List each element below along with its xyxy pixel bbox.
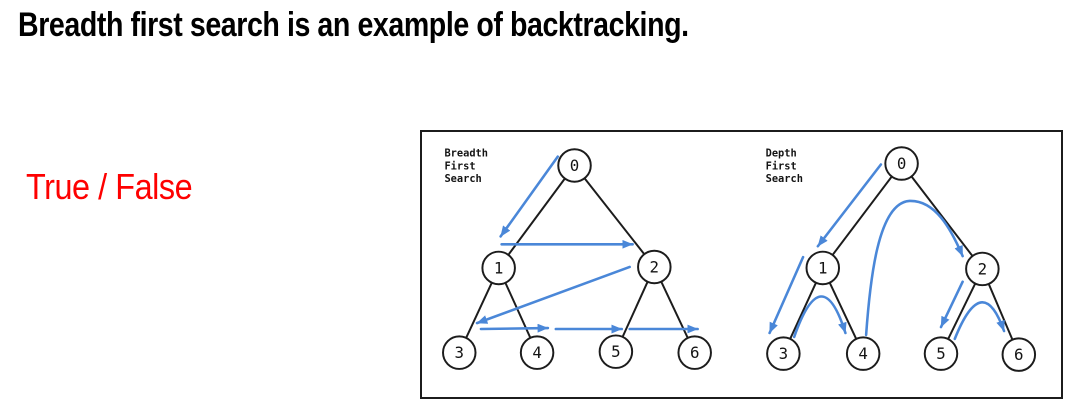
tree-node-6 (1001, 337, 1037, 372)
traversal-arrow-2-5 (939, 280, 964, 329)
tree-node-6 (677, 335, 712, 370)
tree-node-label: 0 (570, 156, 579, 175)
tree-node-5 (598, 334, 634, 369)
tree-node-label: 1 (494, 258, 503, 277)
tree-node-5 (923, 336, 959, 371)
tree-node-3 (766, 336, 801, 371)
traversal-arrow-0-1 (816, 163, 883, 248)
panel-caption-line: First (766, 160, 797, 172)
traversal-arrow-3-4 (479, 323, 550, 333)
tree-node-label: 6 (1014, 345, 1023, 364)
tree-edge-0-2 (573, 164, 656, 268)
tree-edge-0-1 (497, 164, 576, 269)
tree-node-0 (557, 148, 592, 183)
tree-node-label: 6 (690, 343, 699, 362)
panel-caption-line: Depth (766, 148, 797, 160)
tree-node-label: 4 (532, 343, 541, 362)
tree-node-label: 0 (897, 154, 906, 173)
panel-caption-line: Search (444, 173, 481, 185)
traversal-arrow-3-4 (792, 295, 847, 339)
tree-edge-0-1 (821, 162, 903, 269)
tree-node-2 (637, 249, 672, 285)
panel-caption-line: Search (766, 173, 803, 185)
tree-node-label: 3 (455, 343, 464, 362)
tree-node-label: 3 (779, 344, 788, 363)
traversal-arrow-1-3 (768, 255, 805, 335)
tree-node-label: 5 (936, 344, 945, 363)
tree-node-2 (965, 251, 1000, 287)
tree-node-label: 5 (611, 342, 620, 361)
tree-node-label: 1 (818, 258, 827, 277)
tree-node-1 (481, 250, 516, 286)
tree-node-label: 4 (858, 344, 867, 363)
tree-node-0 (884, 146, 919, 181)
tree-node-1 (805, 250, 841, 286)
traversal-arrow-0-1 (499, 155, 560, 238)
true-false-options: True / False (26, 166, 193, 207)
traversal-arrow-5-6 (953, 301, 1006, 341)
traversal-arrow-2-3 (475, 265, 631, 325)
panel-caption-line: First (444, 160, 475, 172)
tree-node-4 (519, 335, 555, 370)
tree-node-label: 2 (650, 257, 659, 276)
panel-caption-line: Breadth (444, 148, 488, 160)
tree-node-3 (442, 335, 477, 370)
tree-edge-0-2 (900, 162, 984, 270)
tree-node-label: 2 (978, 259, 987, 278)
tree-node-4 (845, 336, 881, 371)
question-title: Breadth first search is an example of ba… (18, 6, 689, 44)
traversal-arrow-4-2 (864, 199, 964, 337)
